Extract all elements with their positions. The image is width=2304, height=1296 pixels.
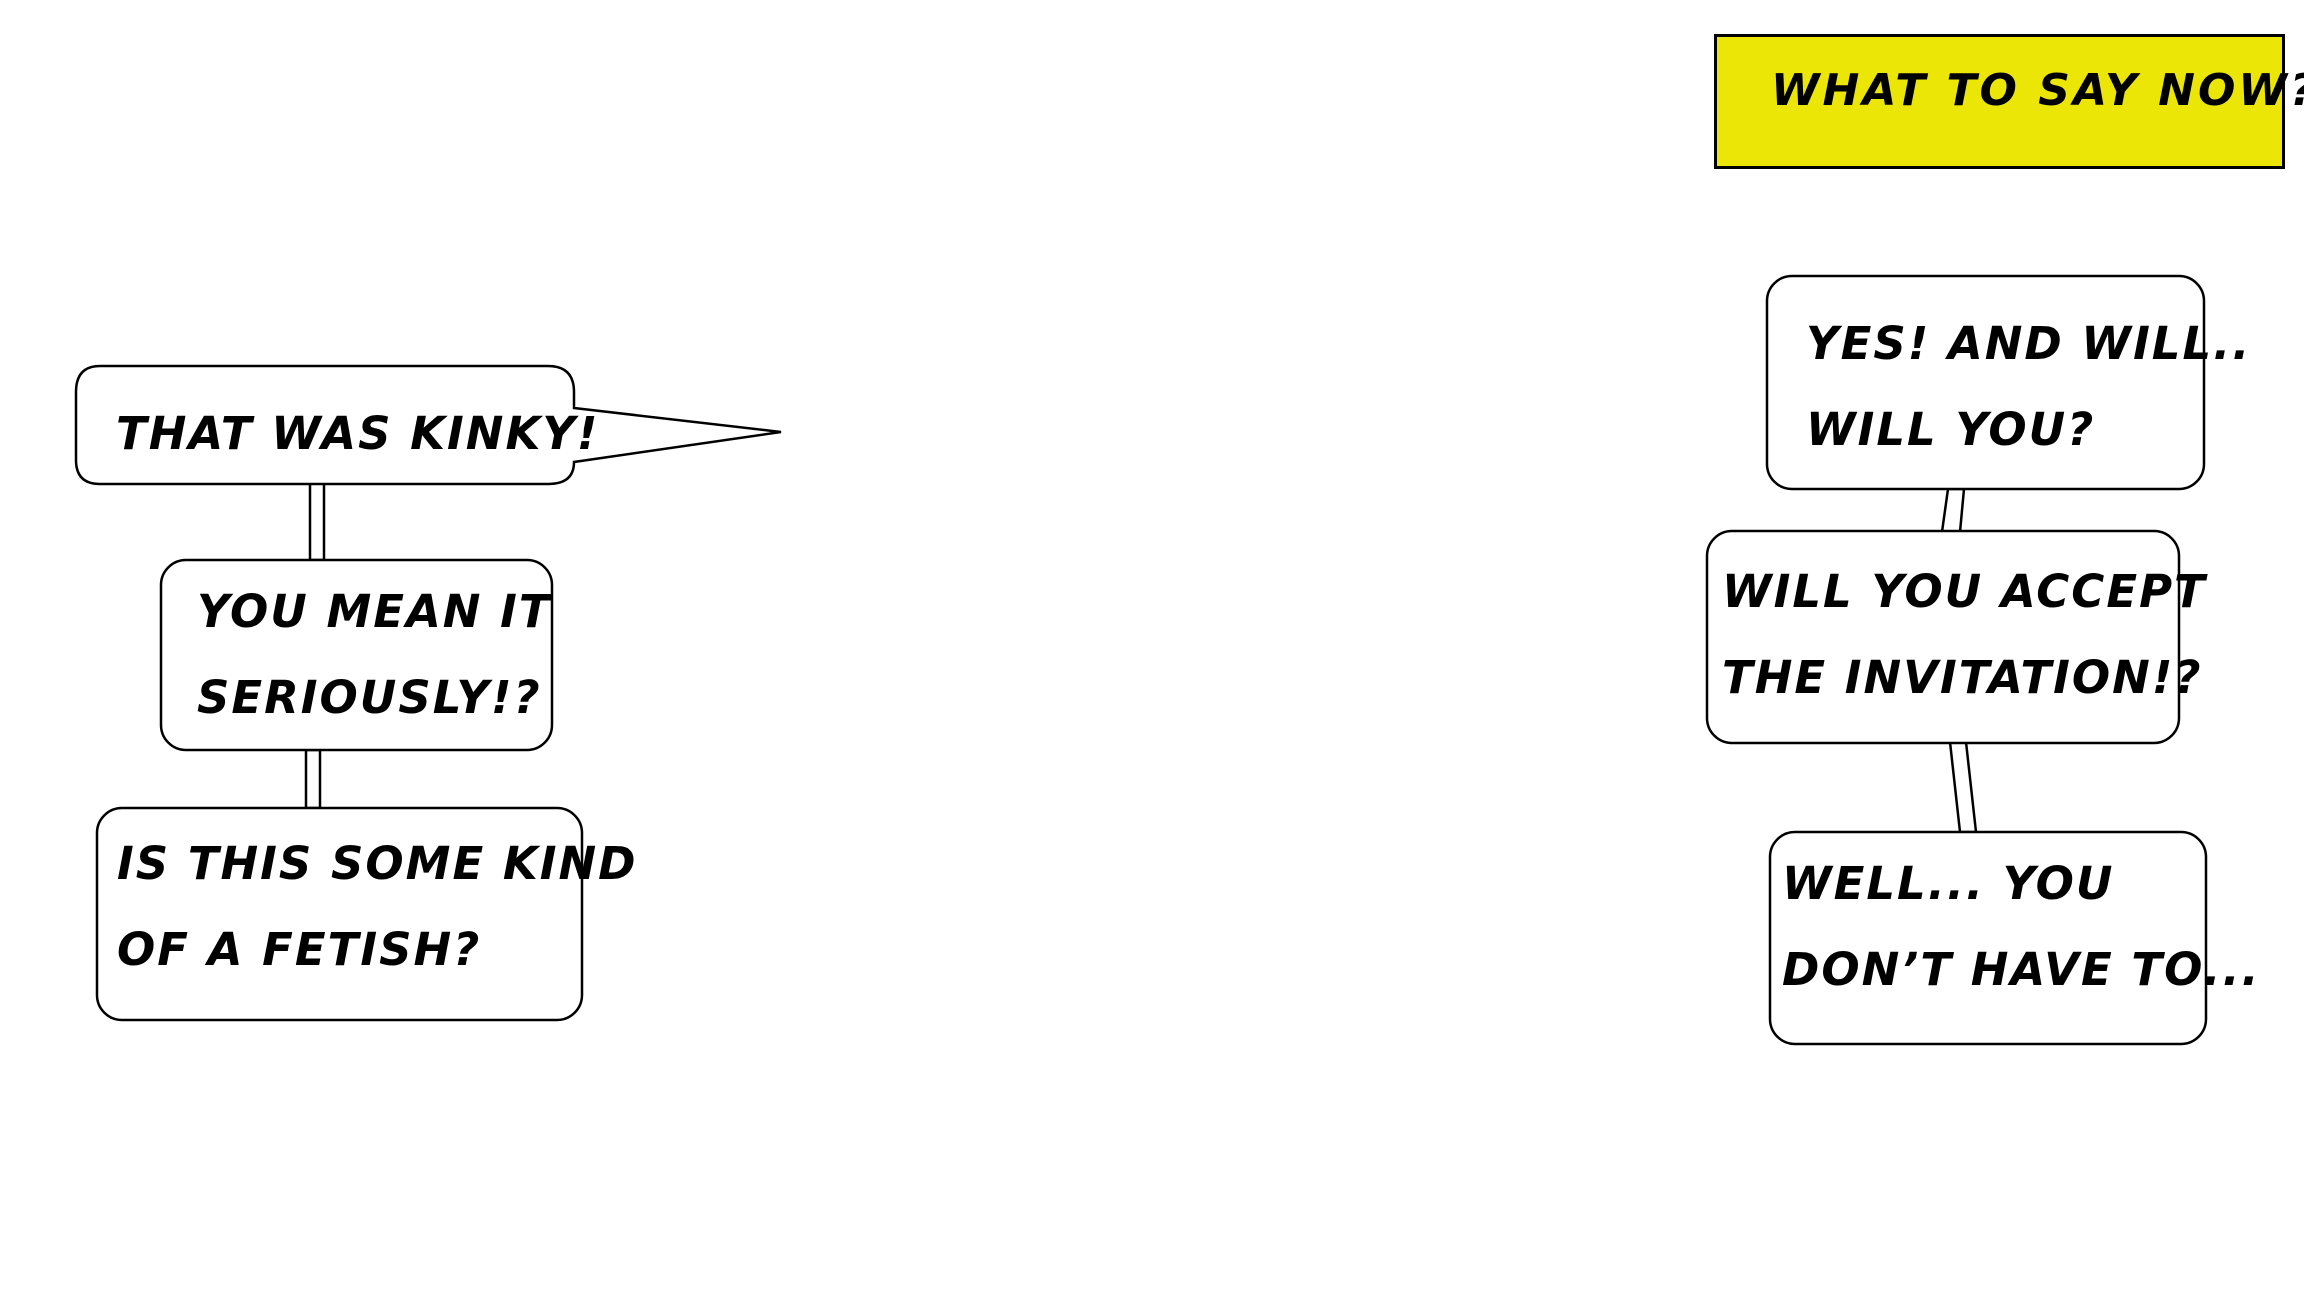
right-child-2-line-1: WELL... YOU: [1782, 857, 2115, 910]
right-root-line-2: WILL YOU?: [1806, 403, 2096, 456]
right-child-1-line-2: THE INVITATION!?: [1722, 651, 2203, 704]
left-child-1-line-2: SERIOUSLY!?: [197, 671, 542, 724]
connector-left-1: [308, 480, 326, 562]
bubble-right-child-2: [1768, 830, 2208, 1046]
left-child-2-line-2: OF A FETISH?: [117, 923, 482, 976]
bubble-left-child-2: [95, 806, 584, 1022]
bubble-left-child-1: [159, 558, 554, 752]
connector-right-2: [1948, 740, 1978, 834]
right-child-1-line-1: WILL YOU ACCEPT: [1722, 565, 2207, 618]
bubble-right-child-1: [1705, 529, 2181, 745]
left-child-1-line-1: YOU MEAN IT: [197, 585, 552, 638]
left-child-2-line-1: IS THIS SOME KIND: [117, 837, 638, 890]
header-banner: WHAT TO SAY NOW?: [1714, 34, 2304, 169]
bubble-right-root: [1765, 274, 2206, 491]
connector-left-2: [304, 748, 322, 810]
bubble-left-root: [74, 364, 782, 486]
header-title: WHAT TO SAY NOW?: [1771, 65, 2304, 116]
connector-right-1: [1940, 487, 1966, 534]
left-root-text: THAT WAS KINKY!: [116, 407, 600, 460]
right-child-2-line-2: DON’T HAVE TO...: [1782, 943, 2261, 996]
right-root-line-1: YES! AND WILL..: [1806, 317, 2252, 370]
